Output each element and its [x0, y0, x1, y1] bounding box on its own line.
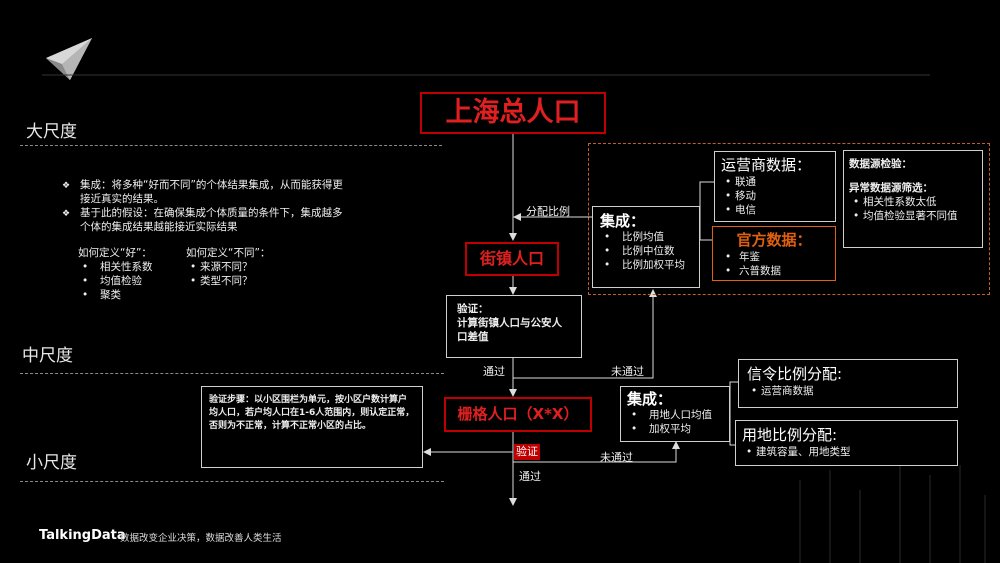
label-ratio: 分配比例 [526, 205, 570, 218]
data-source-region [588, 143, 990, 295]
divider-small [20, 481, 444, 482]
ensemble2-item: 加权平均 [627, 422, 723, 436]
arrow-fail1 [513, 289, 657, 379]
official-title: 官方数据： [736, 231, 812, 249]
define-good-title: 如何定义“好”： [78, 247, 152, 259]
scale-small: 小尺度 [26, 453, 77, 473]
operator-title: 运营商数据： [721, 156, 812, 174]
node-total-population: 上海总人口 [420, 92, 606, 134]
signal-item: 运营商数据 [747, 384, 949, 398]
ensemble1-title: 集成： [600, 212, 646, 230]
divider-large [20, 145, 442, 146]
label-pass2: 通过 [519, 470, 541, 483]
steps-box: 验证步骤：以小区围栏为单元，按小区户数计算户均人口，若户均人口在1-6人范围内，… [201, 386, 423, 468]
node-street-population: 街镇人口 [465, 242, 559, 276]
scale-large: 大尺度 [26, 122, 77, 142]
link-signal [729, 381, 738, 410]
ensemble-description: 集成：将多种“好而不同”的个体结果集成，从而能获得更接近真实的结果。 基于此的假… [62, 178, 347, 234]
good-item: 均值检验 [78, 274, 188, 288]
signal-ratio-box: 信令比例分配: 运营商数据 [738, 359, 958, 408]
diff-item: 类型不同？ [186, 274, 316, 288]
brand-logo-text: TalkingData [39, 528, 126, 543]
verify-box: 验证： 计算街镇人口与公安人口差值 [446, 295, 582, 358]
good-item: 相关性系数 [78, 260, 188, 274]
verify-body: 计算街镇人口与公安人口差值 [457, 317, 562, 343]
bullet-ensemble: 集成：将多种“好而不同”的个体结果集成，从而能获得更接近真实的结果。 [62, 178, 347, 206]
verify-check-badge: 验证 [514, 444, 540, 460]
ensemble-box-2: 集成： 用地人口均值 加权平均 [620, 386, 730, 442]
operator-item: 移动 [721, 189, 829, 203]
link-official [699, 225, 712, 241]
official-item: 年鉴 [721, 250, 827, 264]
source-check-title: 数据源检验： [849, 158, 912, 170]
source-check-item: 均值检验显著不同值 [849, 209, 977, 223]
footer-slogan: 数据改变企业决策，数据改善人类生活 [120, 533, 282, 544]
ensemble2-item: 用地人口均值 [627, 408, 723, 422]
landuse-item: 建筑容量、用地类型 [742, 445, 951, 459]
define-diff: 如何定义“不同”： 来源不同？ 类型不同？ [186, 246, 316, 288]
landuse-ratio-box: 用地比例分配: 建筑容量、用地类型 [735, 420, 958, 466]
landuse-title: 用地比例分配: [742, 426, 838, 444]
paper-plane-logo [46, 38, 92, 80]
label-pass1: 通过 [483, 365, 505, 378]
operator-data-box: 运营商数据： 联通 移动 电信 [714, 151, 836, 222]
decor-lines [799, 460, 986, 563]
divider-medium [20, 373, 444, 374]
define-good: 如何定义“好”： 相关性系数 均值检验 聚类 [78, 246, 188, 302]
node-grid-population: 栅格人口（X*X） [444, 397, 592, 432]
source-check-item: 相关性系数太低 [849, 195, 977, 209]
link-operator [699, 181, 715, 225]
steps-text: 验证步骤：以小区围栏为单元，按小区户数计算户均人口，若户均人口在1-6人范围内，… [209, 395, 415, 431]
arrow-fail2 [513, 441, 680, 463]
link-landuse [729, 410, 735, 446]
ensemble-box-1: 集成： 比例均值 比例中位数 比例加权平均 [592, 206, 700, 288]
good-item: 聚类 [78, 288, 188, 302]
scale-medium: 中尺度 [22, 346, 73, 366]
diff-item: 来源不同？ [186, 260, 316, 274]
source-check-box: 数据源检验： 异常数据源筛选： 相关性系数太低 均值检验显著不同值 [843, 150, 983, 248]
source-check-subtitle: 异常数据源筛选： [849, 182, 933, 194]
official-item: 六普数据 [721, 264, 827, 278]
signal-title: 信令比例分配: [747, 365, 843, 383]
operator-item: 电信 [721, 203, 829, 217]
bullet-assumption: 基于此的假设：在确保集成个体质量的条件下，集成越多个体的集成结果越能接近实际结果 [62, 206, 347, 234]
define-diff-title: 如何定义“不同”： [186, 247, 271, 259]
ensemble1-item: 比例均值 [600, 230, 692, 244]
label-fail1: 未通过 [611, 365, 644, 378]
verify-title: 验证： [457, 303, 489, 315]
official-data-box: 官方数据： 年鉴 六普数据 [712, 226, 836, 281]
label-fail2: 未通过 [600, 451, 633, 464]
operator-item: 联通 [721, 175, 829, 189]
ensemble2-title: 集成： [627, 390, 673, 408]
ensemble1-item: 比例中位数 [600, 244, 692, 258]
ensemble1-item: 比例加权平均 [600, 258, 692, 272]
